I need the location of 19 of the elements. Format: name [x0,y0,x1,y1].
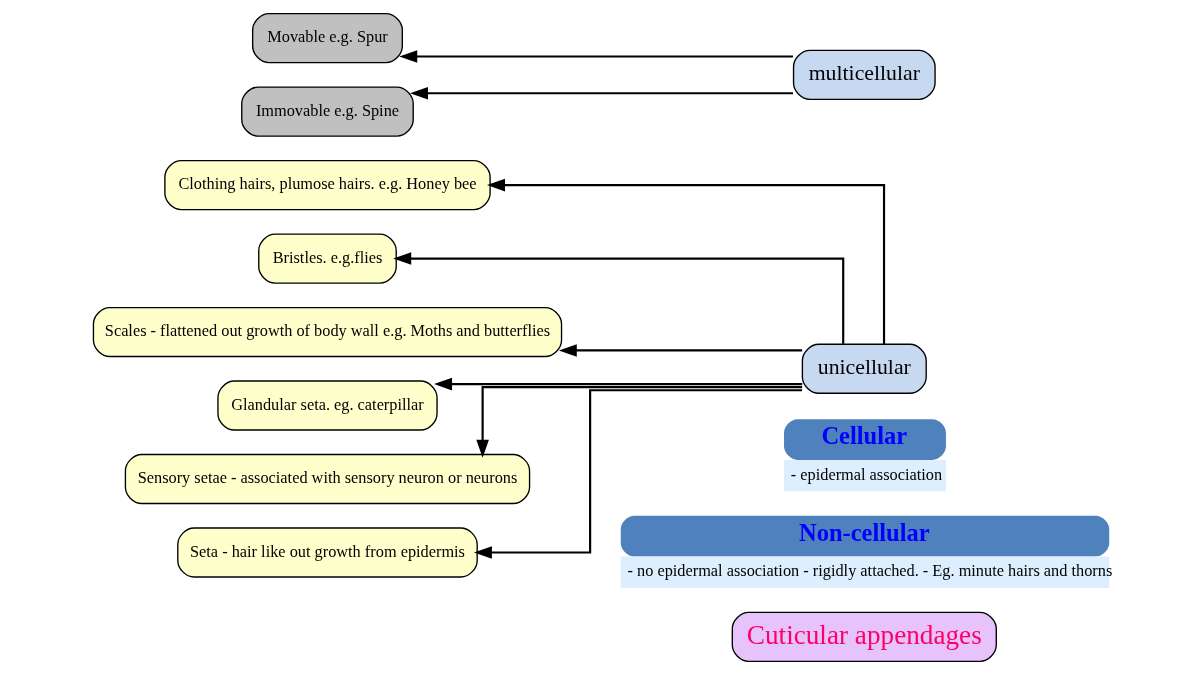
node-box: Sensory setae - associated with sensory neuron or neurons [124,453,530,505]
node-box: Bristles. e.g.flies [257,233,397,284]
arrow [409,86,793,100]
node-box: Seta - hair like out growth from epidermis [176,527,478,578]
arrow [433,377,802,391]
node-box: Cuticular appendages [731,611,997,663]
arrow [392,252,844,344]
node-box: unicellular [801,343,927,394]
node-box: Clothing hairs, plumose hairs. e.g. Honey bee [163,159,491,211]
node-box: Glandular seta. eg. caterpillar [216,380,438,431]
node-box: multicellular [792,49,936,101]
arrow [473,389,802,559]
arrow [475,386,802,458]
arrow [558,344,802,357]
node-box: Movable e.g. Spur [251,12,403,64]
node-box: Immovable e.g. Spine [240,86,414,137]
node-box: Scales - flattened out growth of body wall e.g. Moths and butterflies [92,306,562,358]
arrow [398,50,793,63]
arrow [486,178,885,344]
